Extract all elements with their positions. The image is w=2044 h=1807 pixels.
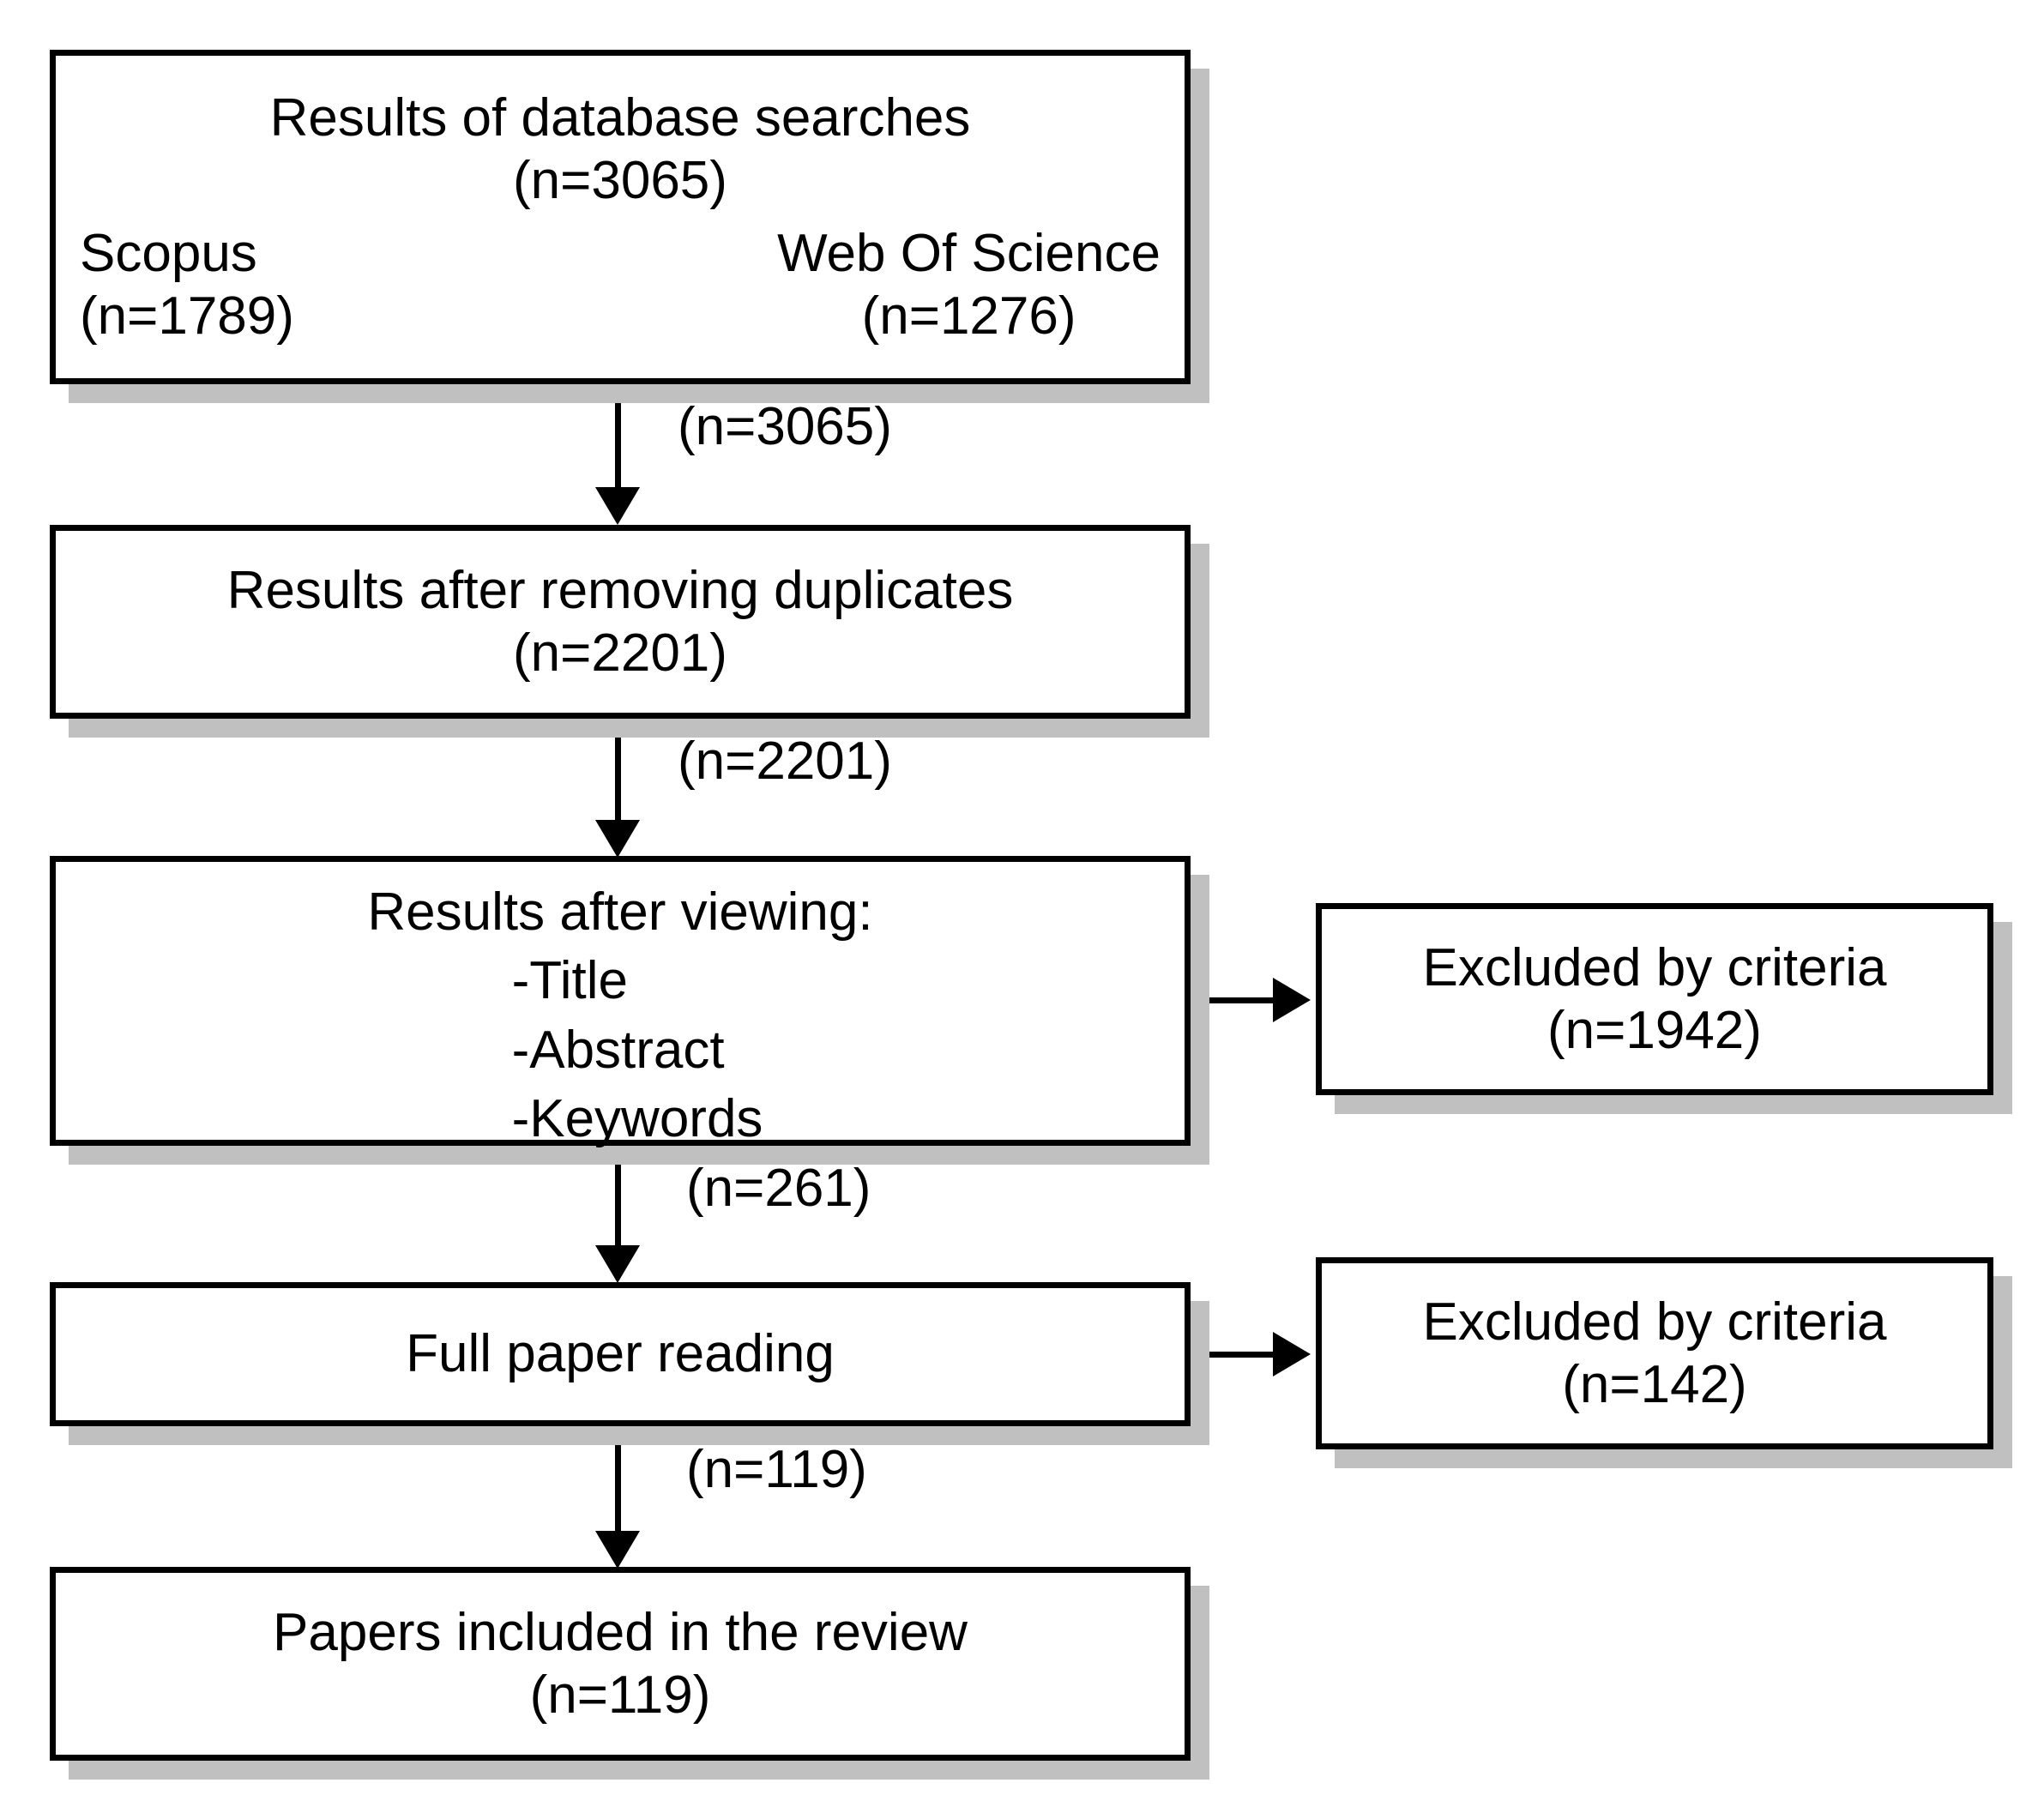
connector-reading-to-included-arrow [595, 1531, 640, 1569]
connector-duplicates-to-viewing-line [615, 719, 621, 825]
node-excluded-fulltext-count: (n=142) [1562, 1355, 1747, 1414]
criteria-item-title: -Title [511, 951, 629, 1011]
node-after-duplicates-count: (n=2201) [513, 623, 727, 683]
node-full-paper-reading-title: Full paper reading [406, 1324, 835, 1384]
source-scopus-count: (n=1789) [80, 286, 294, 346]
edge-label-viewing-to-reading: (n=261) [686, 1159, 871, 1218]
criteria-item-keywords: -Keywords [511, 1089, 763, 1149]
node-after-viewing-title: Results after viewing: [367, 882, 873, 942]
node-after-duplicates-title: Results after removing duplicates [226, 560, 1014, 620]
node-excluded-fulltext[interactable]: Excluded by criteria (n=142) [1316, 1257, 1993, 1449]
source-web-of-science-count: (n=1276) [861, 286, 1076, 346]
node-papers-included-title: Papers included in the review [273, 1602, 968, 1662]
connector-viewing-to-reading-arrow [595, 1245, 640, 1283]
connector-searches-to-duplicates-line [615, 384, 621, 491]
edge-label-duplicates-to-viewing: (n=2201) [678, 732, 892, 791]
node-database-searches[interactable]: Results of database searches (n=3065) Sc… [50, 50, 1191, 384]
node-database-searches-sources: Scopus (n=1789) Web Of Science (n=1276) [56, 222, 1185, 347]
node-after-duplicates[interactable]: Results after removing duplicates (n=220… [50, 525, 1191, 719]
node-excluded-screening-title: Excluded by criteria [1422, 937, 1887, 997]
connector-reading-to-included-line [615, 1426, 621, 1534]
criteria-item-abstract: -Abstract [511, 1020, 725, 1080]
node-excluded-screening[interactable]: Excluded by criteria (n=1942) [1316, 903, 1993, 1095]
connector-reading-to-excluded-line [1191, 1352, 1276, 1358]
node-papers-included-count: (n=119) [529, 1665, 711, 1725]
connector-duplicates-to-viewing-arrow [595, 820, 640, 858]
edge-label-searches-to-duplicates: (n=3065) [678, 397, 892, 456]
node-excluded-screening-count: (n=1942) [1547, 1001, 1762, 1060]
source-web-of-science-name: Web Of Science [777, 224, 1161, 283]
node-after-viewing[interactable]: Results after viewing: -Title -Abstract … [50, 856, 1191, 1148]
node-database-searches-title: Results of database searches [269, 87, 971, 148]
node-papers-included[interactable]: Papers included in the review (n=119) [50, 1567, 1191, 1761]
node-excluded-fulltext-title: Excluded by criteria [1422, 1292, 1887, 1352]
connector-searches-to-duplicates-arrow [595, 487, 640, 525]
connector-viewing-to-excluded-line [1191, 997, 1276, 1003]
connector-viewing-to-excluded-arrow [1273, 978, 1311, 1022]
connector-viewing-to-reading-line [615, 1146, 621, 1252]
source-web-of-science: Web Of Science (n=1276) [777, 222, 1161, 347]
connector-reading-to-excluded-arrow [1273, 1332, 1311, 1376]
node-database-searches-count: (n=3065) [513, 150, 727, 210]
source-scopus-name: Scopus [80, 224, 257, 283]
node-full-paper-reading[interactable]: Full paper reading [50, 1282, 1191, 1426]
node-after-viewing-criteria-list: -Title -Abstract -Keywords [478, 947, 763, 1154]
edge-label-reading-to-included: (n=119) [686, 1440, 867, 1499]
source-scopus: Scopus (n=1789) [80, 222, 294, 347]
